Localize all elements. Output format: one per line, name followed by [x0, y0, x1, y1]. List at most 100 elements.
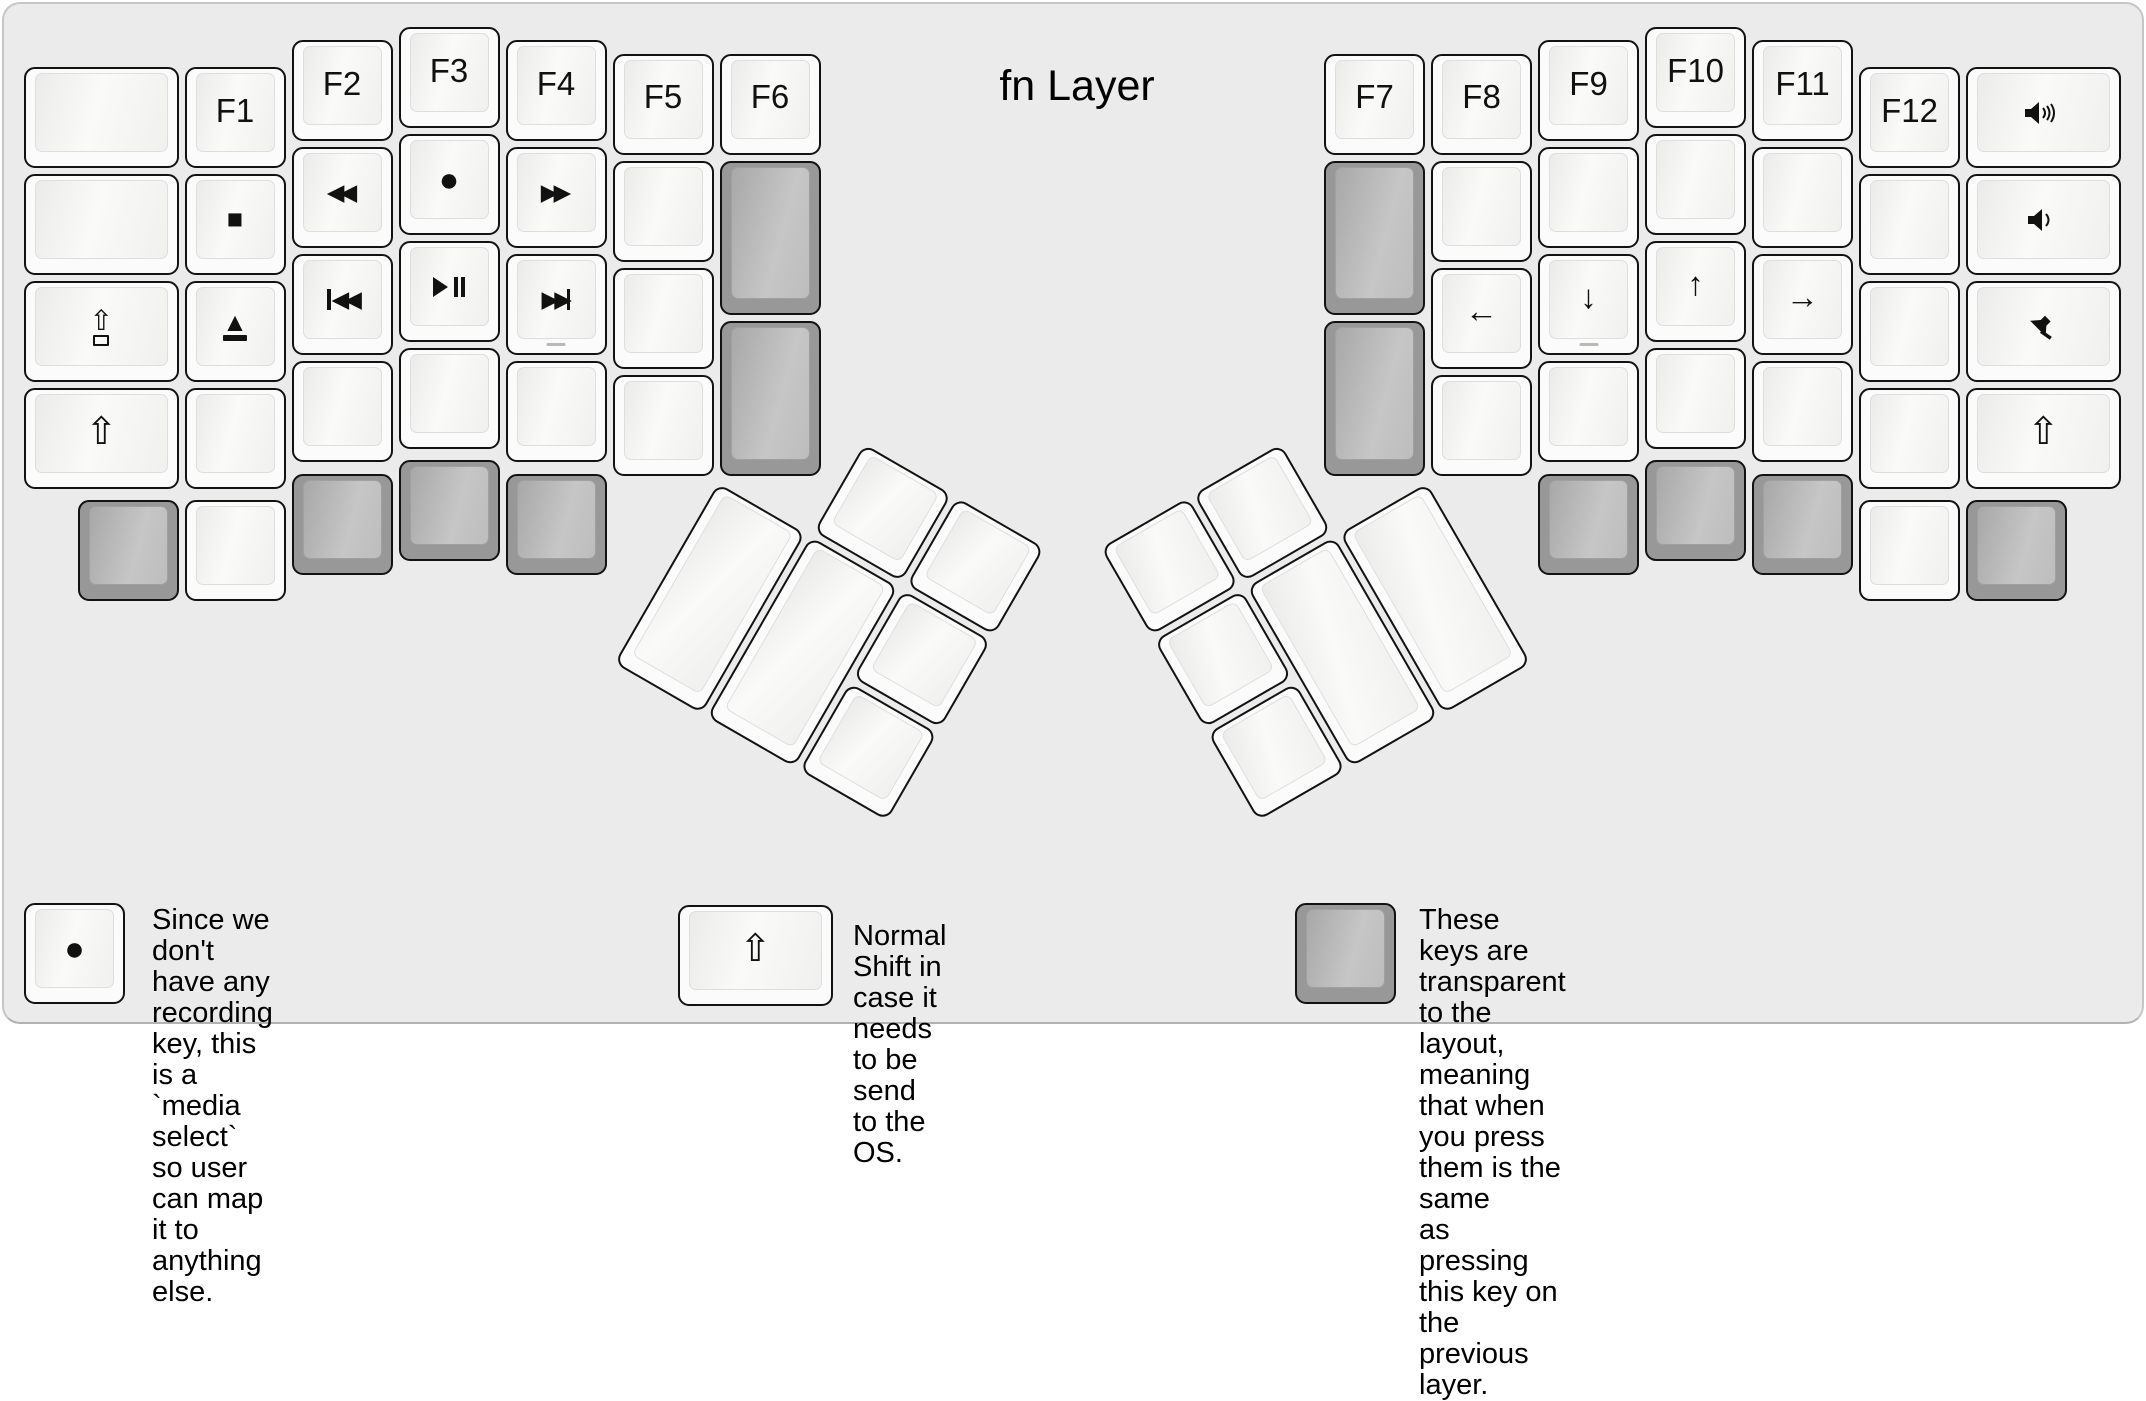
key-shift-right: ⇧	[1966, 388, 2121, 489]
legend-text: These keys are transparent to the layout…	[1419, 905, 1566, 1401]
key-transparent-example	[1295, 903, 1396, 1004]
keycap	[196, 394, 275, 473]
key-f1: F1	[185, 67, 286, 168]
keycap	[1549, 153, 1628, 232]
key-label: F4	[537, 65, 576, 103]
keycap	[1335, 167, 1414, 300]
play-pause-icon	[433, 277, 465, 297]
key-blank	[1431, 375, 1532, 476]
key-caps-lock: ⇧	[24, 281, 179, 382]
key-label: F10	[1667, 52, 1724, 90]
keycap: F6	[731, 60, 810, 139]
keycap	[1656, 140, 1735, 219]
key-blank	[1859, 281, 1960, 382]
keycap	[1870, 180, 1949, 259]
keycap	[35, 180, 168, 259]
key-blank	[1859, 388, 1960, 489]
key-record: ●	[399, 134, 500, 235]
keycap: F5	[624, 60, 703, 139]
key-label: F12	[1881, 92, 1938, 130]
homing-dash	[547, 343, 566, 347]
keycap	[517, 480, 596, 559]
key-transparent	[1645, 460, 1746, 561]
keycap: F7	[1335, 60, 1414, 139]
key-arrow-down: ↓	[1538, 254, 1639, 355]
key-blank	[185, 388, 286, 489]
keycap	[303, 480, 382, 559]
keycap	[1549, 480, 1628, 559]
next-track-icon: ▶▶	[542, 288, 571, 311]
homing-dash	[1579, 343, 1598, 347]
key-f12: F12	[1859, 67, 1960, 168]
key-f8: F8	[1431, 54, 1532, 155]
key-fast-forward: ▶▶	[506, 147, 607, 248]
track-bar	[327, 289, 331, 310]
keycap	[624, 381, 703, 460]
legend-key-slot-2	[1295, 903, 1396, 1004]
eject-bar	[223, 335, 247, 341]
keycap: F10	[1656, 33, 1735, 112]
key-blank	[24, 174, 179, 275]
record-icon: ●	[64, 932, 85, 966]
key-prev-track: ◀◀	[292, 254, 393, 355]
keycap	[731, 327, 810, 460]
keycap	[1335, 327, 1414, 460]
keycap	[923, 508, 1031, 616]
key-blank	[613, 161, 714, 262]
keycap	[731, 167, 810, 300]
keycap: ↓	[1549, 260, 1628, 339]
eject-triangle: ▲	[222, 313, 248, 333]
keycap: ⇧	[689, 911, 822, 990]
keycap: ■	[196, 180, 275, 259]
keycap: F11	[1763, 46, 1842, 125]
key-blank	[292, 361, 393, 462]
arrow-left-icon: ←	[1465, 294, 1498, 327]
keycap	[1656, 466, 1735, 545]
keycap: ◀◀	[303, 260, 382, 339]
arrow-up-icon: ↑	[1687, 267, 1704, 300]
keycap	[89, 506, 168, 585]
key-f3: F3	[399, 27, 500, 128]
track-triangles: ▶▶	[542, 288, 567, 311]
keycap	[1763, 480, 1842, 559]
key-blank	[1752, 361, 1853, 462]
keycap	[410, 354, 489, 433]
play-triangle	[433, 277, 448, 297]
key-volume-up	[1966, 67, 2121, 168]
prev-track-icon: ◀◀	[327, 288, 357, 311]
keycap	[35, 73, 168, 152]
keycap: ●	[410, 140, 489, 219]
stop-icon: ■	[227, 206, 243, 233]
key-shift-example: ⇧	[678, 905, 833, 1006]
key-blank	[1752, 147, 1853, 248]
key-blank	[399, 348, 500, 449]
key-transparent	[399, 460, 500, 561]
keycap	[831, 454, 939, 562]
keycap	[1306, 909, 1385, 988]
record-icon: ●	[439, 163, 460, 197]
keycap: ⇧	[35, 287, 168, 366]
arrow-right-icon: →	[1786, 280, 1819, 313]
key-f7: F7	[1324, 54, 1425, 155]
key-eject: ▲	[185, 281, 286, 382]
key-blank	[506, 361, 607, 462]
key-f6: F6	[720, 54, 821, 155]
keycap	[410, 466, 489, 545]
keycap: F2	[303, 46, 382, 125]
keycap	[1977, 73, 2110, 152]
legend-key-slot-1: ⇧	[678, 905, 833, 1006]
keycap	[624, 274, 703, 353]
keycap: ▶▶	[517, 260, 596, 339]
key-label: F11	[1775, 65, 1829, 103]
keycap: ←	[1442, 274, 1521, 353]
key-transparent	[506, 474, 607, 575]
keycap: ↑	[1656, 247, 1735, 326]
key-label: F6	[751, 78, 790, 116]
rewind-icon: ◀◀	[327, 181, 352, 204]
keycap	[303, 367, 382, 446]
key-f9: F9	[1538, 40, 1639, 141]
keycap	[1870, 394, 1949, 473]
key-blank	[1859, 500, 1960, 601]
key-transparent	[720, 161, 821, 316]
